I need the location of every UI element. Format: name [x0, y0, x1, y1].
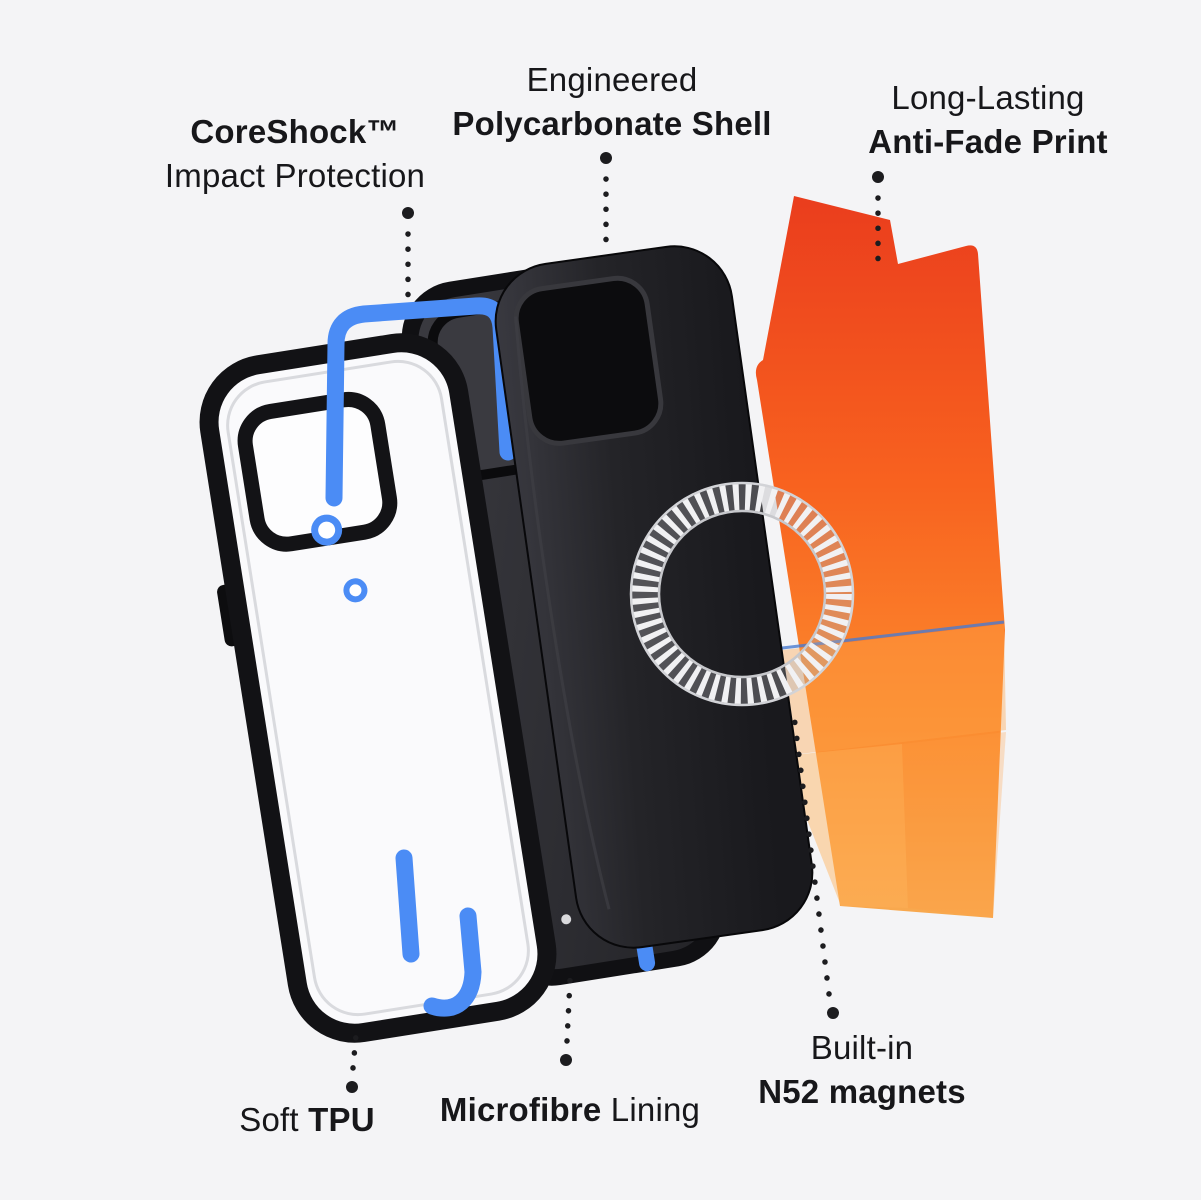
leader-microfibre: [560, 977, 573, 1066]
leader-coreshock: [402, 207, 414, 311]
ring-inner-rim: [657, 509, 827, 679]
shell-edge-highlight: [514, 316, 611, 910]
print-patch: [782, 744, 908, 908]
shell-camera-hole: [513, 275, 664, 446]
blue-dot: [343, 578, 368, 603]
ring-outer-rim: [629, 481, 855, 707]
magsafe-ring: [629, 481, 855, 707]
label-microfibre: Microfibre Lining: [390, 1088, 750, 1132]
label-antifade-intro: Long-Lasting: [891, 79, 1085, 116]
label-magnets: Built-in N52 magnets: [712, 1026, 1012, 1113]
leader-dashes: [564, 977, 573, 1044]
leader-antifade: [872, 171, 884, 271]
leader-dot: [600, 152, 612, 164]
clear-case-tpu-frame: [199, 333, 557, 1043]
label-antifade: Long-Lasting Anti-Fade Print: [808, 76, 1168, 163]
leader-tpu: [346, 1021, 360, 1093]
label-tpu: Soft TPU: [167, 1098, 447, 1142]
leader-polycarbonate: [600, 152, 612, 251]
label-tpu-intro: Soft: [239, 1101, 309, 1138]
ring-ticks: [632, 484, 852, 704]
print-patch: [902, 732, 1006, 918]
print-sheet-blue-line: [764, 620, 1005, 652]
label-coreshock-title: CoreShock™: [190, 113, 400, 150]
leader-magnets: [790, 705, 839, 1019]
leader-dashes: [790, 705, 832, 997]
leader-dot: [346, 1081, 358, 1093]
leader-dot: [872, 171, 884, 183]
label-polycarbonate-intro: Engineered: [526, 61, 698, 98]
blue-bumper-bottom-hook: [423, 907, 482, 1017]
polycarbonate-shell: [494, 245, 814, 949]
blue-bumper-bottom-strip: [395, 849, 420, 963]
leader-dot: [560, 1054, 572, 1066]
label-polycarbonate: Engineered Polycarbonate Shell: [432, 58, 792, 145]
label-magnets-title: N52 magnets: [758, 1072, 966, 1110]
print-sheet-silhouette: [755, 196, 1005, 918]
leader-lines: [346, 152, 884, 1093]
label-antifade-title: Anti-Fade Print: [868, 122, 1108, 160]
label-microfibre-title: Microfibre: [439, 1091, 602, 1128]
leader-dot: [402, 207, 414, 219]
label-magnets-intro: Built-in: [810, 1029, 914, 1066]
leader-dot: [827, 1007, 839, 1019]
label-polycarbonate-title: Polycarbonate Shell: [452, 104, 772, 142]
label-coreshock: CoreShock™ Impact Protection: [115, 110, 475, 197]
speaker-hole: [561, 914, 572, 925]
label-tpu-title: TPU: [308, 1101, 375, 1138]
label-microfibre-outro: Lining: [601, 1091, 701, 1128]
blue-lens-ring: [311, 514, 343, 546]
label-coreshock-subtitle: Impact Protection: [164, 156, 426, 194]
